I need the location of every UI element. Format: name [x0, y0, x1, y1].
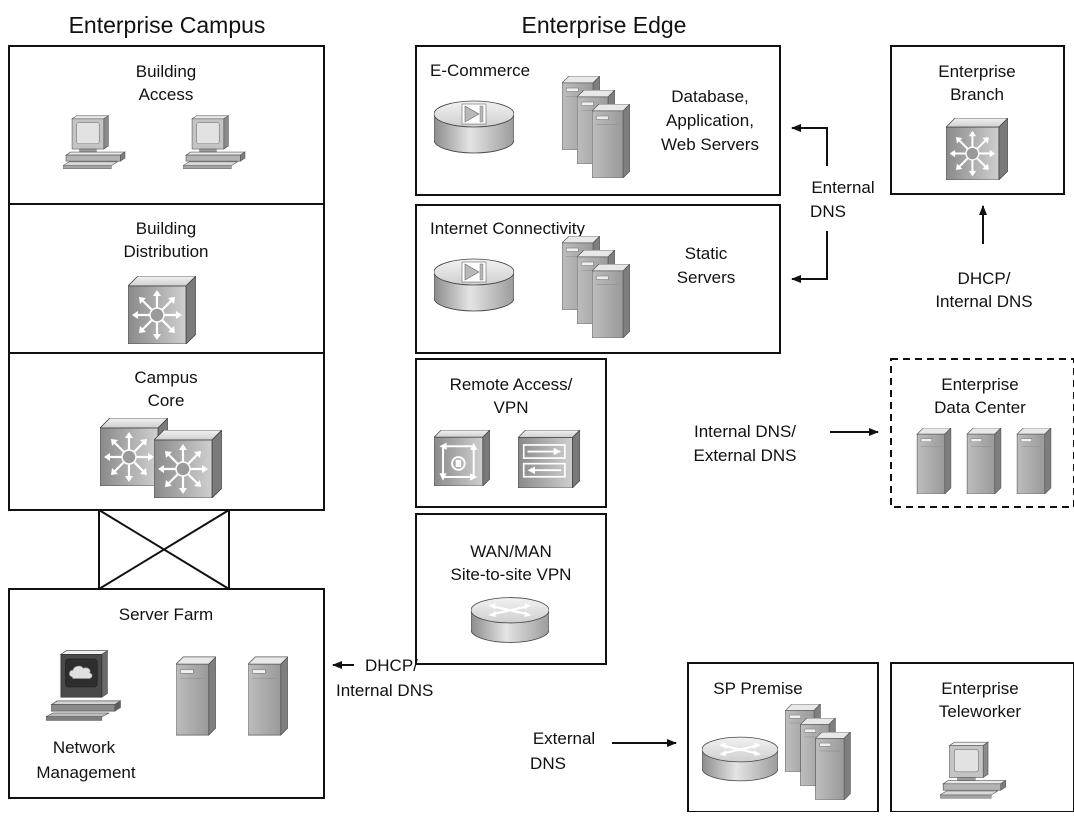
workstation-icon: [183, 115, 246, 170]
router-icon: [471, 596, 549, 644]
server-farm-label: Server Farm: [119, 605, 213, 624]
server-farm-box: [8, 588, 325, 799]
server-icon: [1016, 428, 1052, 494]
header-enterprise-edge: Enterprise Edge: [522, 12, 687, 38]
data-center-label-1: Enterprise: [941, 375, 1018, 394]
external-dns-label-2: DNS: [530, 754, 566, 773]
server-icon: [966, 428, 1002, 494]
internet-connectivity-label: Internet Connectivity: [430, 219, 585, 238]
wan-man-label-1: WAN/MAN: [470, 542, 552, 561]
remote-access-box: [415, 358, 607, 508]
sp-premise-label: SP Premise: [713, 679, 802, 698]
network-management-label-2: Management: [36, 763, 136, 782]
wan-man-label-2: Site-to-site VPN: [451, 565, 572, 584]
remote-access-label-1: Remote Access/: [450, 375, 573, 394]
server-icon: [592, 104, 630, 178]
core-to-server-farm-links: [98, 509, 230, 590]
dns-connectors: [332, 124, 987, 747]
dhcp-server-farm-label-2: Internal DNS: [336, 681, 433, 700]
edge-module: [415, 45, 781, 665]
campus-module: [8, 45, 325, 799]
enterprise-data-center-box: [890, 358, 1074, 508]
header-enterprise-campus: Enterprise Campus: [69, 12, 266, 38]
server-icon: [916, 428, 952, 494]
campus-core-box: [8, 352, 325, 511]
static-servers-label-1: Static: [685, 244, 728, 263]
internal-dns-label-2: External DNS: [694, 446, 797, 465]
ecommerce-servers-label-1: Database,: [671, 87, 749, 106]
branch-label-1: Enterprise: [938, 62, 1015, 81]
wan-man-box: [415, 513, 607, 665]
teleworker-label-1: Enterprise: [941, 679, 1018, 698]
content-firewall-icon: [434, 258, 514, 312]
dhcp-server-farm-label-1: DHCP/: [365, 656, 418, 675]
campus-core-label-2: Core: [148, 391, 185, 410]
ecommerce-label: E-Commerce: [430, 61, 530, 80]
arrow-to-internet: [791, 231, 828, 283]
ecommerce-servers-label-2: Application,: [666, 111, 754, 130]
router-icon: [702, 736, 778, 782]
internal-dns-label-1: Internal DNS/: [694, 422, 796, 441]
campus-core-label-1: Campus: [134, 368, 197, 387]
ecommerce-servers-label-3: Web Servers: [661, 135, 759, 154]
server-icon: [248, 656, 288, 736]
teleworker-label-2: Teleworker: [939, 702, 1022, 721]
remote-access-label-2: VPN: [494, 398, 529, 417]
multilayer-switch-icon: [946, 118, 1008, 180]
teleworker-workstation-icon: [940, 741, 1006, 799]
content-firewall-icon: [434, 100, 514, 154]
arrow-to-ecommerce: [791, 124, 828, 166]
building-access-label-2: Access: [139, 85, 194, 104]
data-center-label-2: Data Center: [934, 398, 1026, 417]
server-icon: [815, 732, 851, 800]
server-icon: [176, 656, 216, 736]
network-management-label-1: Network: [53, 738, 116, 757]
enternal-dns-label-1: Enternal: [811, 178, 874, 197]
building-distribution-label-1: Building: [136, 219, 197, 238]
external-dns-label-1: External: [533, 729, 595, 748]
workstation-icon: [63, 115, 126, 170]
network-management-icon: [46, 650, 121, 721]
vpn-concentrator-icon: [434, 430, 490, 486]
internet-connectivity-box: [415, 204, 781, 354]
enternal-dns-label-2: DNS: [810, 202, 846, 221]
vpn-firewall-icon: [518, 430, 580, 488]
ecommerce-box: [415, 45, 781, 196]
building-distribution-label-2: Distribution: [123, 242, 208, 261]
static-servers-label-2: Servers: [677, 268, 736, 287]
building-access-label-1: Building: [136, 62, 197, 81]
enterprise-branch-box: [890, 45, 1065, 195]
dhcp-branch-label-1: DHCP/: [958, 269, 1011, 288]
dhcp-branch-label-2: Internal DNS: [935, 292, 1032, 311]
multilayer-switch-icon: [128, 276, 196, 344]
server-icon: [592, 264, 630, 338]
multilayer-switch-icon: [154, 430, 222, 498]
branch-label-2: Branch: [950, 85, 1004, 104]
